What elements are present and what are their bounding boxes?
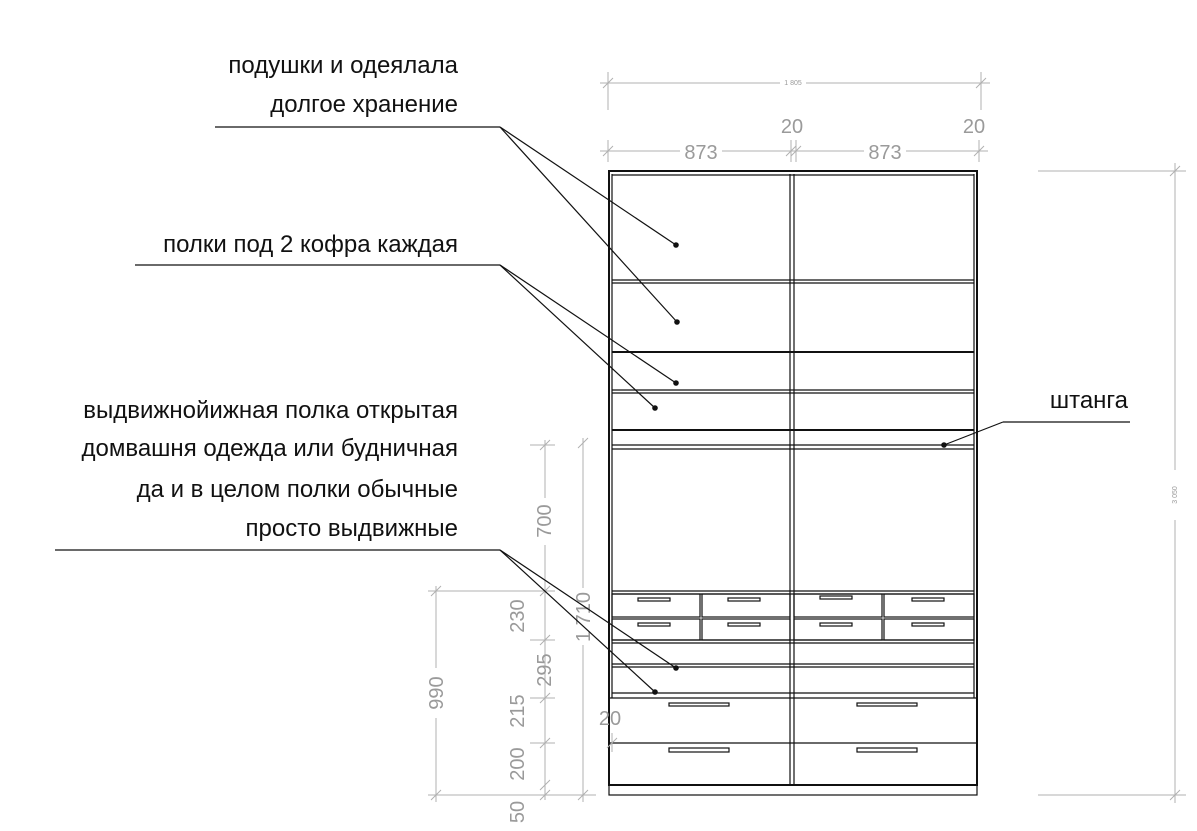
label-drawer-line4: просто выдвижные: [246, 515, 459, 542]
leader-pillows-1: [499, 126, 677, 246]
drawer-handle: [819, 622, 853, 627]
leader-dot: [673, 380, 679, 386]
drawer-handle: [911, 597, 945, 602]
dim-plinth-gap: 20: [599, 708, 621, 730]
big-drawer-handle: [668, 747, 730, 753]
plinth: [608, 784, 978, 796]
small-drawer: [611, 618, 701, 641]
label-pillows-line2: долгое хранение: [270, 91, 458, 118]
wardrobe-frame: [608, 170, 978, 796]
dim-hanging-zone: 700: [534, 504, 556, 537]
small-drawer: [793, 618, 883, 641]
leader-dot: [673, 242, 679, 248]
label-rod: штанга: [1050, 387, 1129, 414]
top-dimensions: 1 805 873 873 20 20: [600, 72, 990, 164]
leader-dot: [673, 665, 679, 671]
leader-drawer-1: [499, 549, 677, 669]
dim-right-width: 873: [868, 142, 901, 164]
leader-pillows-2: [499, 126, 678, 323]
label-shelves: полки под 2 кофра каждая: [163, 231, 458, 258]
dim-big-drawer-top: 215: [507, 694, 529, 727]
dim-lower-zone: 990: [426, 676, 448, 709]
big-drawers: [668, 702, 918, 753]
dim-divider-thickness: 20: [781, 116, 803, 138]
annotations: подушки и одеялала долгое хранение полки…: [55, 52, 1130, 695]
dim-total-height: 3 050: [1172, 486, 1179, 504]
right-dimension: 3 050: [1038, 163, 1186, 803]
small-drawers: [611, 593, 975, 641]
leader-shelves-2: [499, 264, 656, 409]
dim-left-width: 873: [684, 142, 717, 164]
label-drawer-line1: выдвижнойижная полка открытая: [83, 397, 458, 424]
label-drawer-line2: домвашня одежда или будничная: [82, 435, 459, 462]
label-drawer-line3: да и в целом полки обычные: [137, 476, 458, 503]
dim-small-drawers: 230: [507, 599, 529, 632]
label-pillows-line1: подушки и одеялала: [228, 52, 458, 79]
shelves: [609, 279, 977, 744]
small-drawer: [883, 618, 975, 641]
dim-pull-shelves: 295: [534, 653, 556, 686]
big-drawer-handle: [668, 702, 730, 707]
drawer-handle: [911, 622, 945, 627]
dim-side-thickness: 20: [963, 116, 985, 138]
leader-dot: [652, 689, 658, 695]
leader-dot: [674, 319, 680, 325]
small-drawer: [611, 593, 701, 618]
small-drawer: [701, 618, 791, 641]
dim-big-drawer-bottom: 200: [507, 747, 529, 780]
small-drawer: [883, 593, 975, 618]
dim-plinth: 50: [507, 801, 529, 823]
leader-rod: [943, 421, 1004, 446]
big-drawer-handle: [856, 702, 918, 707]
leader-dot: [652, 405, 658, 411]
drawer-handle: [727, 622, 761, 627]
dim-lower-section: 1 710: [573, 592, 595, 642]
small-drawer: [701, 593, 791, 618]
small-drawer: [793, 593, 883, 618]
drawer-handle: [637, 597, 671, 602]
left-dimensions: 700 230 295 215 200 50 1 710 990 20: [426, 437, 621, 823]
leader-drawer-2: [499, 549, 656, 693]
leader-dot: [941, 442, 947, 448]
leader-shelves-1: [499, 264, 677, 384]
drawer-handle: [727, 597, 761, 602]
drawer-handle: [637, 622, 671, 627]
drawer-handle: [819, 595, 853, 600]
big-drawer-handle: [856, 747, 918, 753]
dim-total-width: 1 805: [784, 80, 802, 87]
